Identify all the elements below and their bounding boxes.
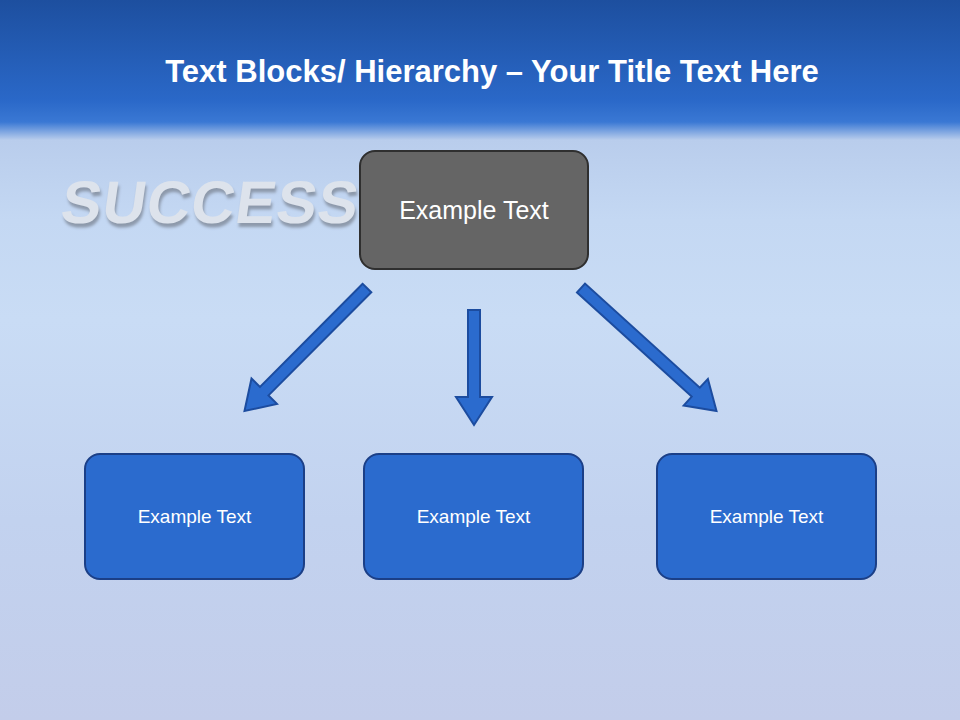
child-box: Example Text — [363, 453, 584, 580]
box-text: Example Text — [710, 506, 824, 528]
parent-box: Example Text — [359, 150, 589, 270]
watermark-text: SUCCESS — [57, 168, 364, 237]
child-box: Example Text — [84, 453, 305, 580]
box-text: Example Text — [417, 506, 531, 528]
box-text: Example Text — [399, 196, 549, 225]
box-text: Example Text — [138, 506, 252, 528]
block-arrow — [577, 284, 717, 411]
block-arrow — [456, 310, 492, 425]
child-box: Example Text — [656, 453, 877, 580]
block-arrow — [245, 284, 372, 411]
slide-title: Text Blocks/ Hierarchy – Your Title Text… — [0, 54, 960, 90]
